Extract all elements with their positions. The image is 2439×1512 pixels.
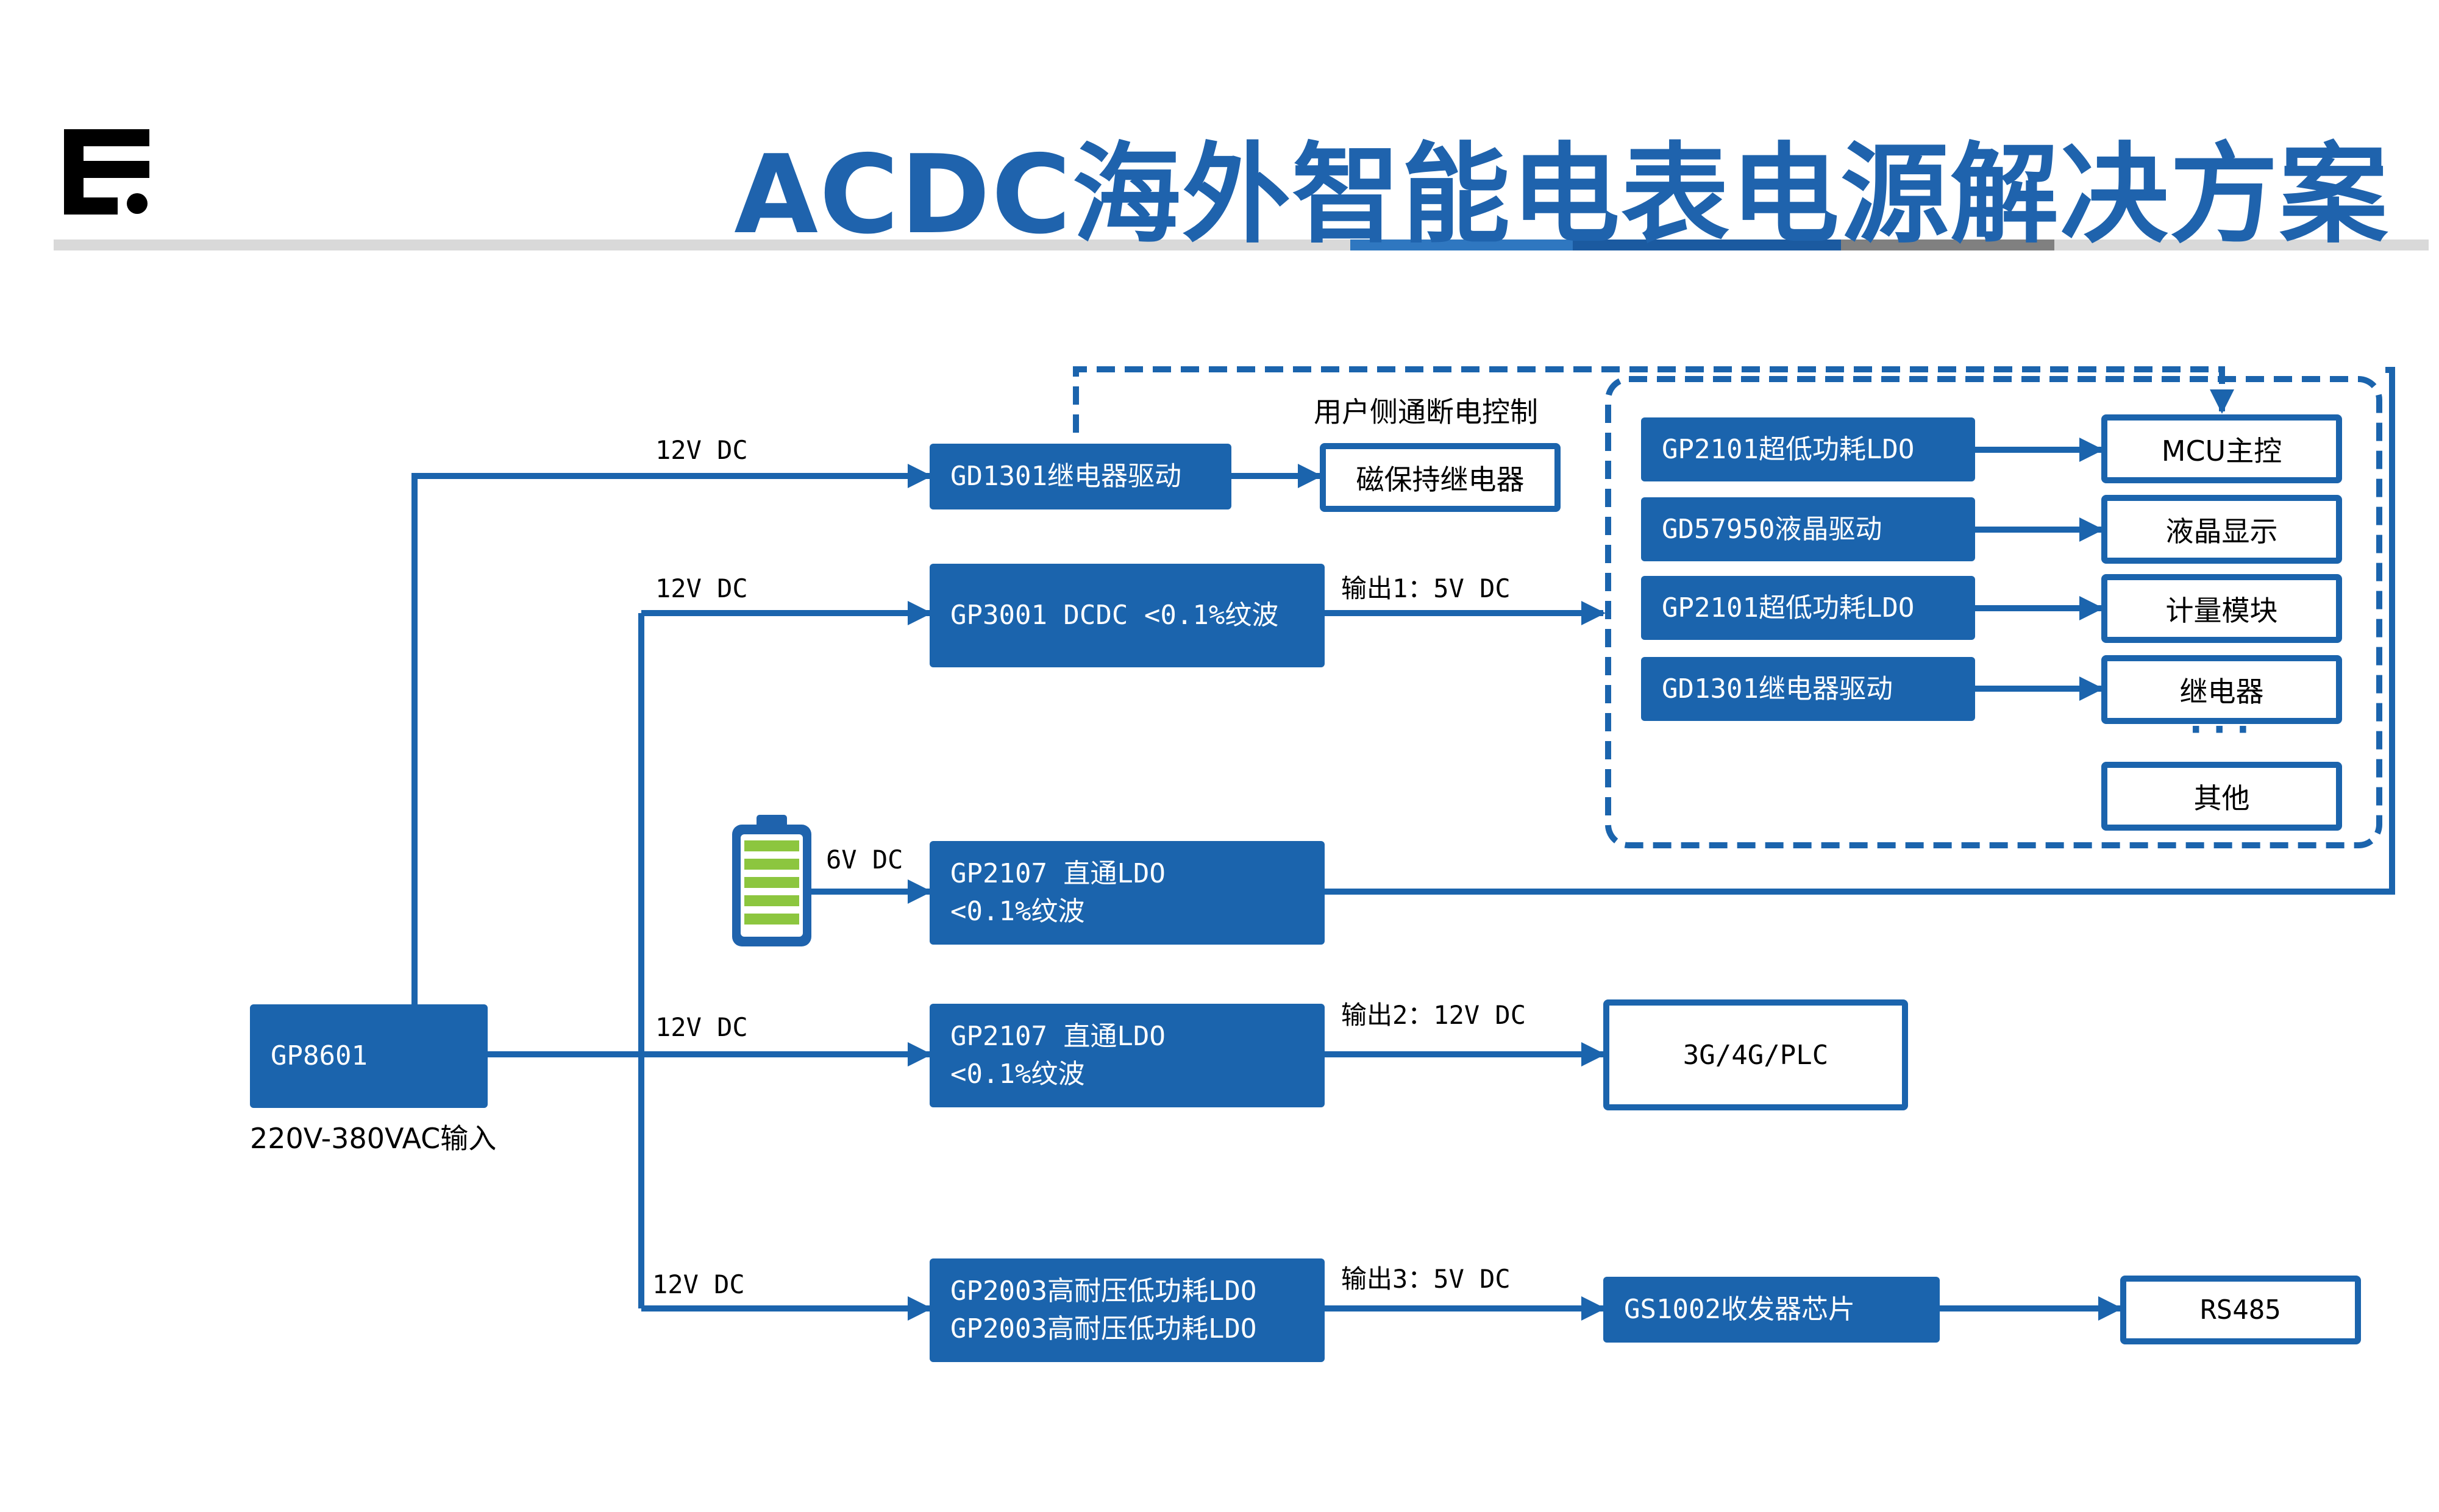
battery-icon xyxy=(732,815,811,946)
relay-driver-box: GD1301继电器驱动 xyxy=(930,444,1231,509)
wire-battery-ldo-to-mcu xyxy=(1322,367,2395,895)
group-chip-1: GP2101超低功耗LDO xyxy=(1641,417,1975,481)
wire-source-to-relay-driver xyxy=(411,464,932,1012)
ldo5-voltage-label: 12V DC xyxy=(652,1269,745,1299)
source-input-label: 220V-380VAC输入 xyxy=(250,1122,497,1155)
group-target-4-label: 继电器 xyxy=(2179,675,2264,708)
relay-caption: 用户侧通断电控制 xyxy=(1314,396,1538,428)
ldo5-output-label: 输出3：5V DC xyxy=(1341,1264,1511,1294)
dcdc-chip-label: GP3001 DCDC <0.1%纹波 xyxy=(950,600,1279,631)
header-rule-accent-1 xyxy=(1350,240,1573,250)
group-target-3-label: 计量模块 xyxy=(2165,594,2278,627)
transceiver-box: GS1002收发器芯片 xyxy=(1603,1277,1940,1343)
ldo12-box: GP2107 直通LDO <0.1%纹波 xyxy=(930,1004,1325,1107)
group-target-2: 液晶显示 xyxy=(2101,495,2342,564)
group-ellipsis: ··· xyxy=(2184,708,2255,753)
rs485-label: RS485 xyxy=(2200,1294,2281,1326)
cellular-plc-label: 3G/4G/PLC xyxy=(1682,1039,1829,1071)
dcdc-chip-box: GP3001 DCDC <0.1%纹波 xyxy=(930,564,1325,667)
rs485-box: RS485 xyxy=(2120,1276,2361,1344)
ldo5-label-2: GP2003高耐压低功耗LDO xyxy=(950,1313,1257,1344)
latching-relay-box: 磁保持继电器 xyxy=(1320,443,1561,512)
transceiver-label: GS1002收发器芯片 xyxy=(1624,1294,1855,1325)
relay-voltage-label: 12V DC xyxy=(655,435,748,465)
group-chip-4-label: GD1301继电器驱动 xyxy=(1662,673,1893,705)
group-target-1: MCU主控 xyxy=(2101,414,2342,483)
group-target-1-label: MCU主控 xyxy=(2161,434,2282,467)
ldo5-label-1: GP2003高耐压低功耗LDO xyxy=(950,1276,1257,1307)
group-chip-4: GD1301继电器驱动 xyxy=(1641,657,1975,721)
group-target-other: 其他 xyxy=(2101,762,2342,831)
ldo12-voltage-label: 12V DC xyxy=(655,1012,748,1042)
brand-logo-icon xyxy=(64,129,149,215)
source-chip-label: GP8601 xyxy=(271,1040,368,1071)
header-rule-accent-2 xyxy=(1573,240,1841,250)
dashed-control-line xyxy=(1073,366,2234,433)
dcdc-voltage-label: 12V DC xyxy=(655,573,748,603)
dcdc-output-label: 输出1：5V DC xyxy=(1341,573,1511,603)
ldo12-output-label: 输出2：12V DC xyxy=(1341,1000,1526,1030)
battery-ldo-box: GP2107 直通LDO <0.1%纹波 xyxy=(930,841,1325,945)
group-chip-2-label: GD57950液晶驱动 xyxy=(1662,513,1882,545)
header-rule-accent-3 xyxy=(1841,240,2054,250)
page-title: ACDC海外智能电表电源解决方案 xyxy=(734,132,2389,258)
ldo12-label-2: <0.1%纹波 xyxy=(950,1059,1085,1090)
battery-ldo-label-1: GP2107 直通LDO xyxy=(950,858,1166,889)
ldo5-box: GP2003高耐压低功耗LDO GP2003高耐压低功耗LDO xyxy=(930,1258,1325,1362)
battery-voltage-label: 6V DC xyxy=(826,845,903,875)
group-target-4: 继电器 xyxy=(2101,655,2342,724)
group-chip-3-label: GP2101超低功耗LDO xyxy=(1662,592,1915,623)
relay-driver-label: GD1301继电器驱动 xyxy=(950,461,1181,492)
group-target-2-label: 液晶显示 xyxy=(2165,514,2278,548)
latching-relay-label: 磁保持继电器 xyxy=(1356,463,1525,496)
cellular-plc-box: 3G/4G/PLC xyxy=(1603,999,1908,1110)
group-target-other-label: 其他 xyxy=(2193,781,2250,815)
group-chip-1-label: GP2101超低功耗LDO xyxy=(1662,433,1915,465)
battery-ldo-label-2: <0.1%纹波 xyxy=(950,896,1085,927)
group-chip-2: GD57950液晶驱动 xyxy=(1641,497,1975,561)
group-chip-3: GP2101超低功耗LDO xyxy=(1641,576,1975,640)
source-chip-box: GP8601 xyxy=(250,1004,488,1108)
ldo12-label-1: GP2107 直通LDO xyxy=(950,1021,1166,1052)
load-group-frame xyxy=(1605,376,2382,848)
group-target-3: 计量模块 xyxy=(2101,574,2342,643)
